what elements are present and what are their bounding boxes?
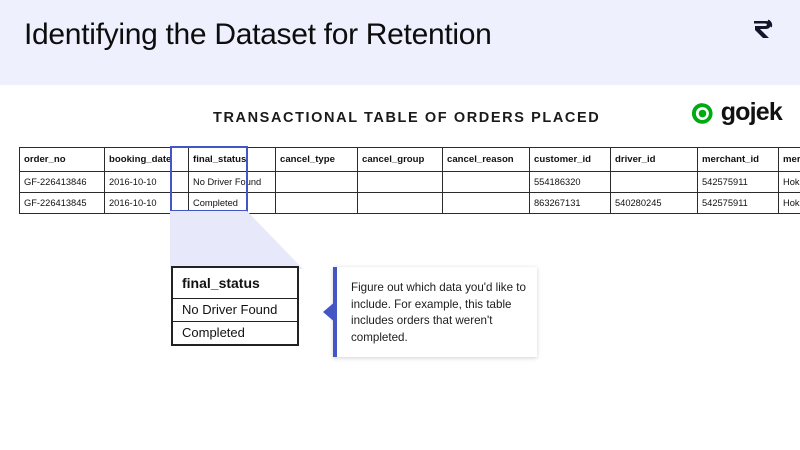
cell-cancel-type [275,171,358,193]
header-band [0,0,800,85]
zoom-connector-shape [168,211,313,271]
gojek-circle-icon [691,103,713,124]
cell-driver-id [610,171,698,193]
detail-box-value-completed: Completed [173,321,297,344]
gojek-logo: gojek [690,98,783,126]
column-header-final-status: final_status [188,147,276,172]
column-header-cancel-group: cancel_group [357,147,443,172]
column-header-booking-date: booking_date [104,147,189,172]
cell-customer-id: 554186320 [529,171,611,193]
cell-order-no: GF-226413846 [19,171,105,193]
column-header-cancel-type: cancel_type [275,147,358,172]
cell-cancel-group [357,171,443,193]
orders-table: order_no booking_date final_status cance… [19,147,800,214]
cell-booking-date: 2016-10-10 [104,171,189,193]
column-header-merchant-name: merchant_name [778,147,800,172]
column-header-customer-id: customer_id [529,147,611,172]
double-chevron-logo-icon [748,14,778,44]
column-header-driver-id: driver_id [610,147,698,172]
annotation-callout: Figure out which data you'd like to incl… [323,267,537,357]
cell-cancel-group [357,192,443,214]
detail-box-header: final_status [173,268,297,299]
cell-customer-id: 863267131 [529,192,611,214]
gojek-wordmark: gojek [720,98,783,126]
cell-cancel-reason [442,192,530,214]
table-row: GF-226413846 2016-10-10 No Driver Found … [19,171,800,193]
page-title: Identifying the Dataset for Retention [24,18,492,51]
cell-merchant-name: Hokkian Serimpi [778,171,800,193]
cell-final-status: No Driver Found [188,171,276,193]
section-title: TRANSACTIONAL TABLE OF ORDERS PLACED [213,110,601,126]
column-header-merchant-id: merchant_id [697,147,779,172]
column-header-order-no: order_no [19,147,105,172]
callout-text: Figure out which data you'd like to incl… [351,281,526,344]
cell-order-no: GF-226413845 [19,192,105,214]
cell-booking-date: 2016-10-10 [104,192,189,214]
column-header-cancel-reason: cancel_reason [442,147,530,172]
cell-merchant-name: Hokkian Serimpi [778,192,800,214]
cell-cancel-reason [442,171,530,193]
cell-driver-id: 540280245 [610,192,698,214]
table-row: GF-226413845 2016-10-10 Completed 863267… [19,192,800,214]
final-status-detail-box: final_status No Driver Found Completed [171,266,299,346]
callout-pointer-icon [323,300,337,324]
cell-merchant-id: 542575911 [697,192,779,214]
detail-box-value-no-driver-found: No Driver Found [182,302,278,317]
table-header-row: order_no booking_date final_status cance… [19,147,800,172]
cell-merchant-id: 542575911 [697,171,779,193]
